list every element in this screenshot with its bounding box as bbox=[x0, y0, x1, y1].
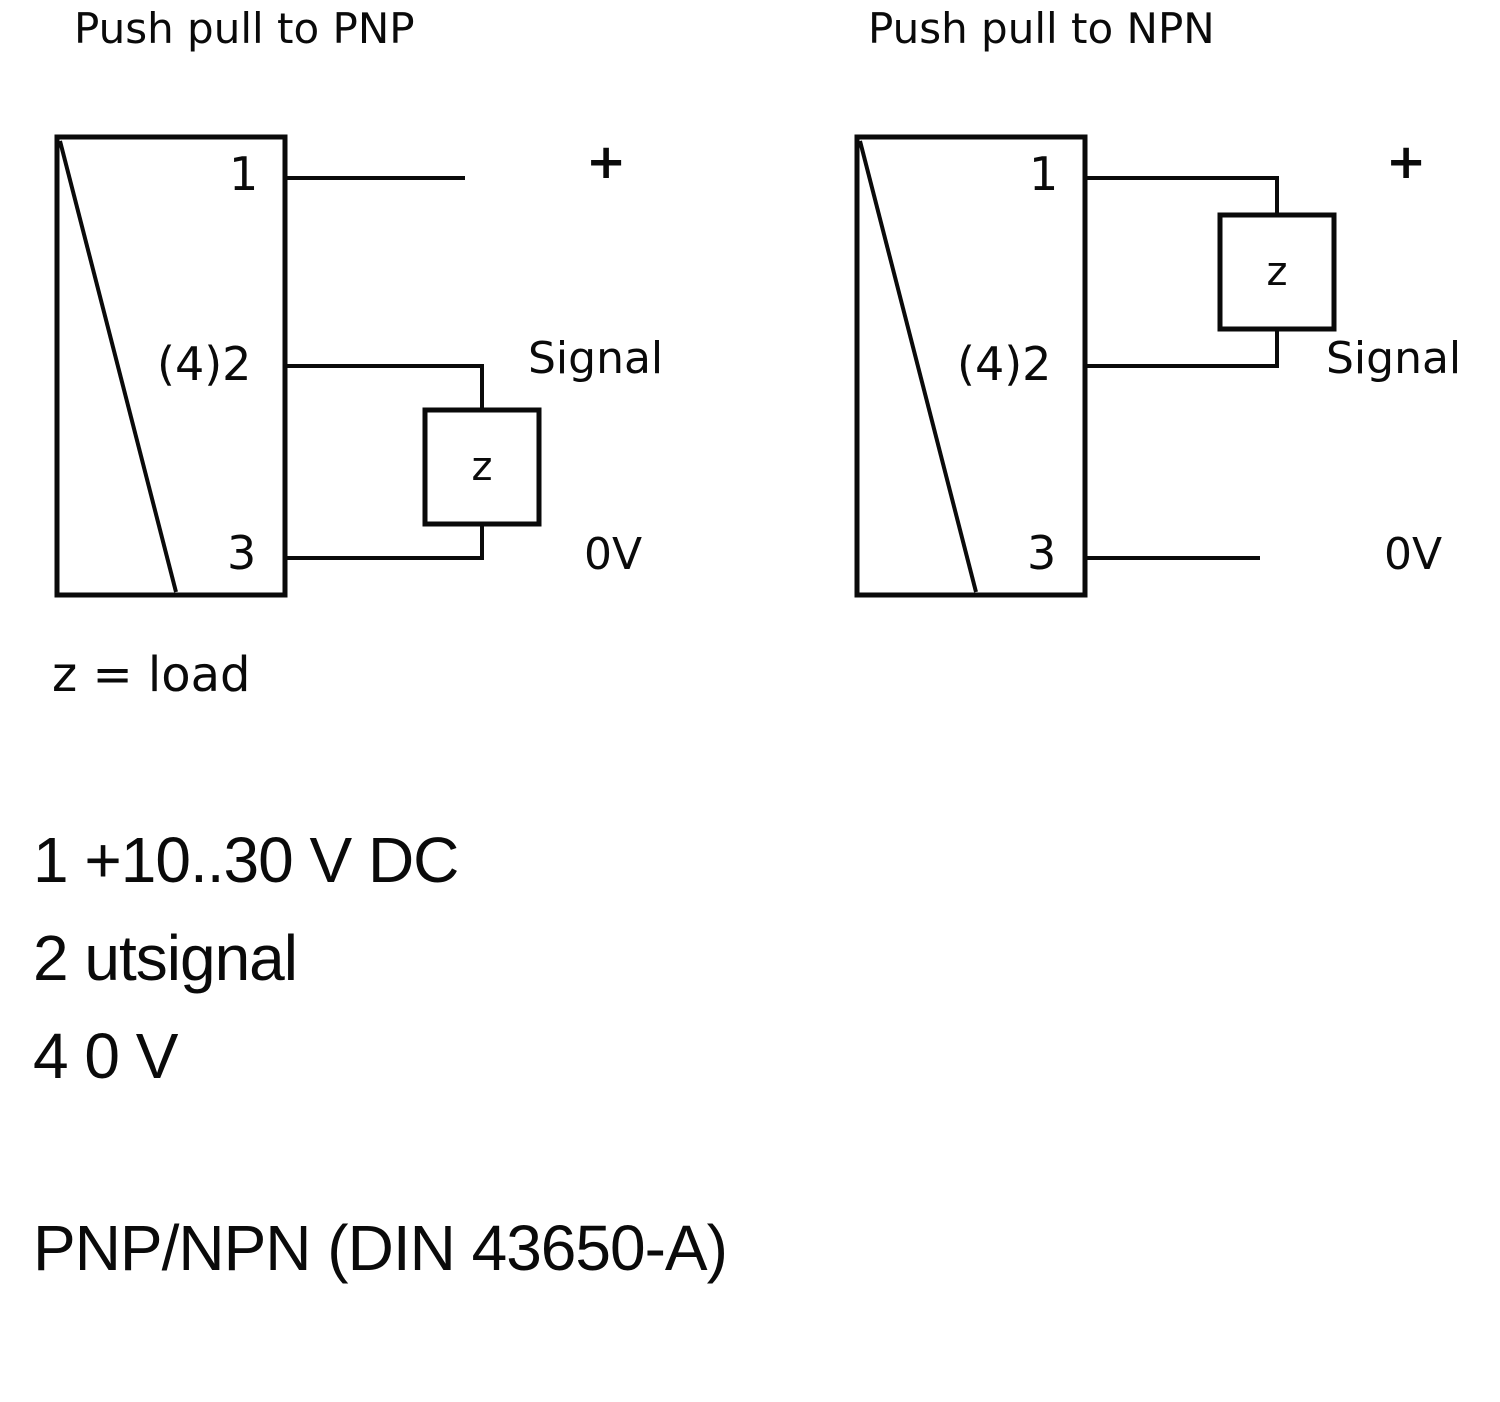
sensor-diagonal-pnp bbox=[58, 140, 178, 593]
pnp-load-label: z bbox=[471, 444, 493, 490]
connector-type-label: PNP/NPN (DIN 43650-A) bbox=[33, 1212, 728, 1284]
pnp-plus-label: + bbox=[586, 134, 627, 190]
pnp-pin-1-label: 1 bbox=[229, 147, 259, 201]
npn-0v-label: 0V bbox=[1384, 529, 1443, 580]
npn-load-label: z bbox=[1266, 249, 1288, 295]
npn-pin-1-label: 1 bbox=[1029, 147, 1059, 201]
pnp-pin-3-label: 3 bbox=[227, 526, 257, 580]
pin-desc-1: 1 +10..30 V DC bbox=[33, 824, 459, 896]
npn-pin-3-label: 3 bbox=[1027, 526, 1057, 580]
sensor-diagonal-npn bbox=[858, 140, 978, 593]
npn-plus-label: + bbox=[1386, 134, 1427, 190]
legend-z-load: z = load bbox=[52, 647, 251, 703]
pnp-pin-2-label: (4)2 bbox=[157, 337, 252, 391]
pnp-signal-label: Signal bbox=[528, 333, 664, 384]
pin-desc-2: 2 utsignal bbox=[33, 922, 298, 994]
pin-desc-4: 4 0 V bbox=[33, 1020, 178, 1092]
npn-signal-label: Signal bbox=[1326, 333, 1462, 384]
pnp-0v-label: 0V bbox=[584, 529, 643, 580]
diagram-title-npn: Push pull to NPN bbox=[868, 4, 1215, 53]
npn-pin-2-label: (4)2 bbox=[957, 337, 1052, 391]
diagram-title-pnp: Push pull to PNP bbox=[74, 4, 415, 53]
